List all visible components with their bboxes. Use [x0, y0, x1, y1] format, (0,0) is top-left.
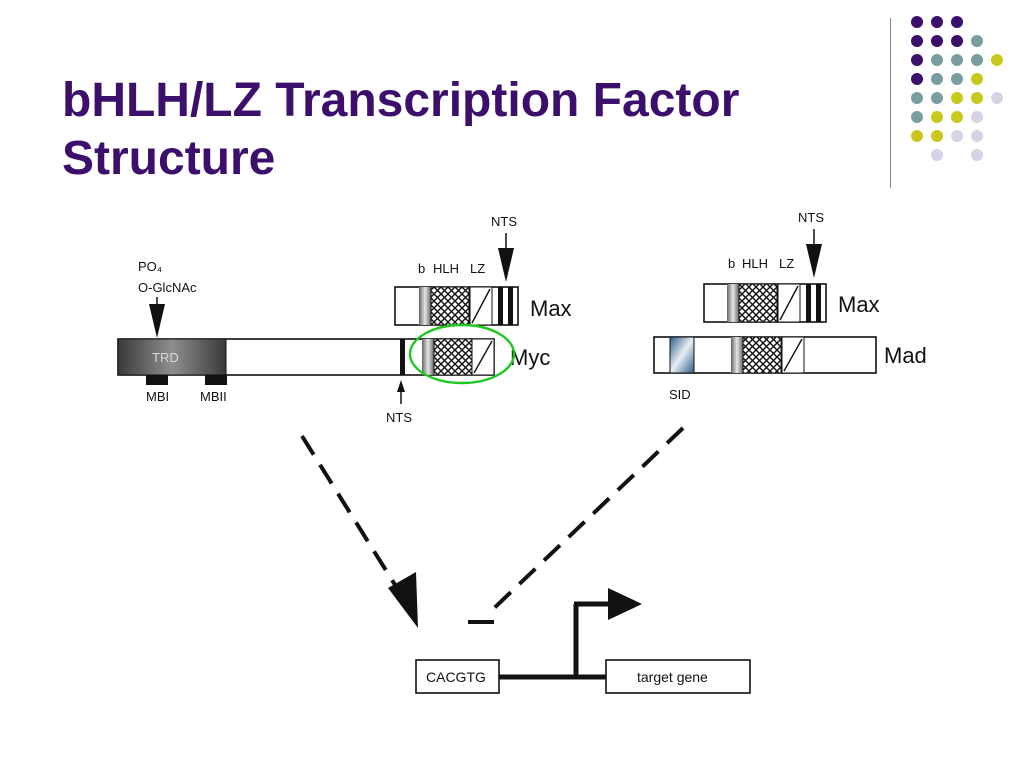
max-label-right: Max: [838, 292, 880, 317]
decorative-dot: [971, 149, 983, 161]
decorative-dot: [971, 35, 983, 47]
nts-top-label-right: NTS: [798, 210, 824, 225]
decorative-dot: [931, 54, 943, 66]
decorative-dot: [911, 16, 923, 28]
decorative-dot: [951, 73, 963, 85]
decorative-dot: [951, 111, 963, 123]
target-gene-label: target gene: [637, 669, 708, 685]
mad-protein-bar: [653, 336, 877, 374]
glcnac-label: O-GlcNAc: [138, 280, 197, 295]
sid-label: SID: [669, 387, 691, 402]
decorative-dot: [951, 16, 963, 28]
decorative-dot: [911, 54, 923, 66]
promoter-group: CACGTG target gene: [415, 588, 751, 694]
title-divider-line: [890, 18, 891, 188]
domain-b-label-left: b: [418, 261, 425, 276]
domain-hlh-label-right: HLH: [742, 256, 768, 271]
nts-arrow-head-left: [498, 248, 514, 282]
decorative-dot: [911, 73, 923, 85]
decorative-dot: [971, 73, 983, 85]
myc-max-group: NTS b HLH LZ Max PO₄ O-GlcNAc: [117, 214, 572, 425]
slide-title: bHLH/LZ Transcription Factor Structure: [62, 72, 882, 188]
decorative-dot: [951, 54, 963, 66]
mad-max-group: NTS b HLH LZ Max Mad SID: [653, 210, 927, 402]
decorative-dot: [911, 92, 923, 104]
decorative-dot: [931, 149, 943, 161]
repression-arrow: [468, 426, 685, 624]
decorative-dot: [931, 73, 943, 85]
decorative-dot: [931, 16, 943, 28]
mad-label: Mad: [884, 343, 927, 368]
decorative-dot: [991, 54, 1003, 66]
decorative-dot: [971, 54, 983, 66]
decorative-dot: [971, 111, 983, 123]
mbi-label: MBI: [146, 389, 169, 404]
trd-label: TRD: [152, 350, 179, 365]
slide-title-line-2: Structure: [62, 132, 276, 185]
domain-b-label-right: b: [728, 256, 735, 271]
nts-arrow-head-bottom: [397, 380, 405, 392]
myc-protein-bar: [117, 338, 495, 385]
decorative-dot: [931, 111, 943, 123]
nts-bottom-label: NTS: [386, 410, 412, 425]
target-gene-box: [605, 659, 751, 694]
decorative-dot: [931, 92, 943, 104]
decorative-dot: [951, 130, 963, 142]
mbii-label: MBII: [200, 389, 227, 404]
decorative-dot: [991, 92, 1003, 104]
ebox-label: CACGTG: [426, 669, 486, 685]
po4-label: PO₄: [138, 259, 162, 274]
domain-lz-label-left: LZ: [470, 261, 485, 276]
domain-lz-label-right: LZ: [779, 256, 794, 271]
bhlh-lz-highlight-ellipse: [408, 323, 516, 385]
decorative-dot: [911, 35, 923, 47]
ebox-box: [415, 659, 500, 694]
decorative-dot-grid: [911, 16, 1003, 161]
domain-hlh-label-left: HLH: [433, 261, 459, 276]
modification-arrow-head: [149, 304, 165, 338]
nts-top-label-left: NTS: [491, 214, 517, 229]
decorative-dot: [971, 130, 983, 142]
tss-arrow-head: [608, 588, 642, 620]
nts-arrow-head-right: [806, 244, 822, 278]
decorative-dot: [951, 92, 963, 104]
decorative-dot: [931, 35, 943, 47]
myc-label: Myc: [510, 345, 550, 370]
max-label-left: Max: [530, 296, 572, 321]
decorative-dot: [931, 130, 943, 142]
max-protein-bar-left: [394, 286, 519, 326]
max-protein-bar-right: [703, 283, 827, 323]
activation-arrow: [300, 434, 418, 628]
decorative-dot: [971, 92, 983, 104]
decorative-dot: [951, 35, 963, 47]
slide-title-line-1: bHLH/LZ Transcription Factor: [62, 74, 740, 127]
decorative-dot: [911, 111, 923, 123]
decorative-dot: [911, 130, 923, 142]
